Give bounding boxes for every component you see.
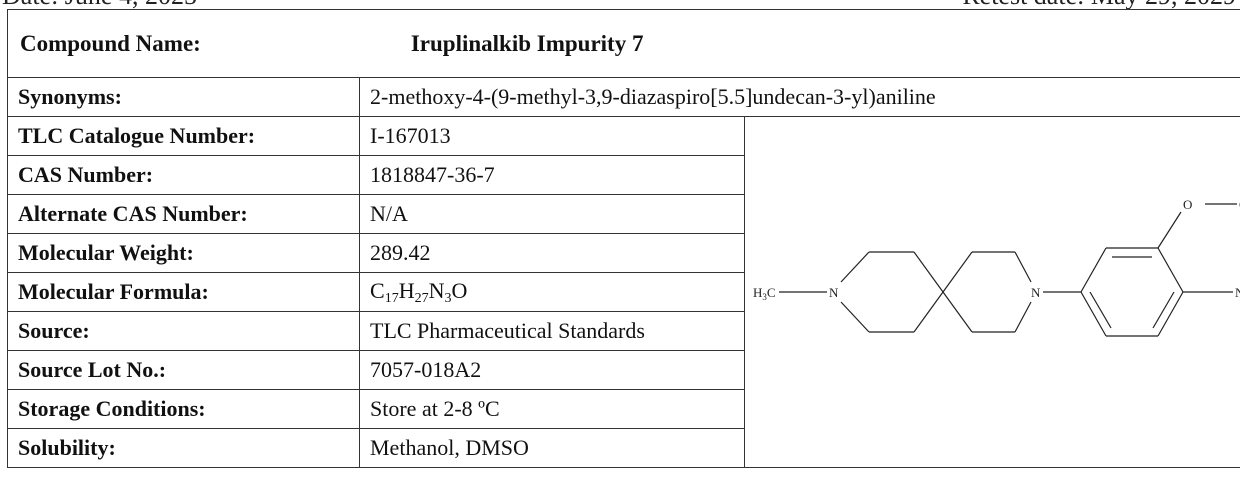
storage-conditions-value: Store at 2-8 ºC (359, 389, 745, 429)
storage-conditions-row: Storage Conditions: Store at 2-8 ºC (7, 389, 1240, 429)
structure-bonds (779, 203, 1237, 337)
molecular-formula-value: C17H27N3O (359, 272, 745, 312)
solubility-label: Solubility: (7, 428, 360, 468)
chemical-structure-diagram: H3C N N O CH3 NH2 (753, 197, 1240, 337)
source-label: Source: (7, 311, 360, 351)
catalogue-number-row: TLC Catalogue Number: I-167013 (7, 116, 1240, 468)
catalogue-number-value: I-167013 (359, 116, 745, 156)
compound-name-cell: Compound Name: Iruplinalkib Impurity 7 (7, 9, 1240, 78)
left-nitrogen-label: N (829, 285, 839, 300)
alternate-cas-row: Alternate CAS Number: N/A (7, 194, 1240, 234)
molecular-formula-row: Molecular Formula: C17H27N3O (7, 272, 1240, 312)
synonyms-label: Synonyms: (7, 77, 360, 117)
document-date: Date: June 4, 2025 (2, 0, 197, 11)
alternate-cas-label: Alternate CAS Number: (7, 194, 360, 234)
compound-name-value: Iruplinalkib Impurity 7 (410, 30, 644, 56)
catalogue-number-label: TLC Catalogue Number: (7, 116, 360, 156)
cas-number-row: CAS Number: 1818847-36-7 (7, 155, 1240, 195)
molecular-weight-row: Molecular Weight: 289.42 (7, 233, 1240, 273)
compound-name-label: Compound Name: (20, 30, 201, 56)
storage-conditions-label: Storage Conditions: (7, 389, 360, 429)
right-nitrogen-label: N (1031, 285, 1041, 300)
cas-number-value: 1818847-36-7 (359, 155, 745, 195)
oxygen-label: O (1183, 197, 1192, 212)
synonyms-row: Synonyms: 2-methoxy-4-(9-methyl-3,9-diaz… (7, 77, 1240, 117)
left-methyl-label: H3C (753, 285, 776, 302)
synonyms-value: 2-methoxy-4-(9-methyl-3,9-diazaspiro[5.5… (359, 77, 1240, 117)
retest-date: Retest date: May 29, 2029 (962, 0, 1236, 11)
source-lot-value: 7057-018A2 (359, 350, 745, 390)
amine-label: NH2 (1235, 285, 1240, 302)
cas-number-label: CAS Number: (7, 155, 360, 195)
chemical-structure-cell: H3C N N O CH3 NH2 (744, 116, 1240, 468)
source-value: TLC Pharmaceutical Standards (359, 311, 745, 351)
molecular-weight-label: Molecular Weight: (7, 233, 360, 273)
compound-info-table: Compound Name: Iruplinalkib Impurity 7 Sy… (7, 9, 1240, 468)
solubility-row: Solubility: Methanol, DMSO (7, 428, 1240, 468)
alternate-cas-value: N/A (359, 194, 745, 234)
solubility-value: Methanol, DMSO (359, 428, 1240, 468)
compound-name-row: Compound Name: Iruplinalkib Impurity 7 (7, 9, 1240, 78)
molecular-weight-value: 289.42 (359, 233, 745, 273)
source-lot-row: Source Lot No.: 7057-018A2 (7, 350, 1240, 390)
source-lot-label: Source Lot No.: (7, 350, 360, 390)
source-row: Source: TLC Pharmaceutical Standards (7, 311, 1240, 351)
molecular-formula-label: Molecular Formula: (7, 272, 360, 312)
